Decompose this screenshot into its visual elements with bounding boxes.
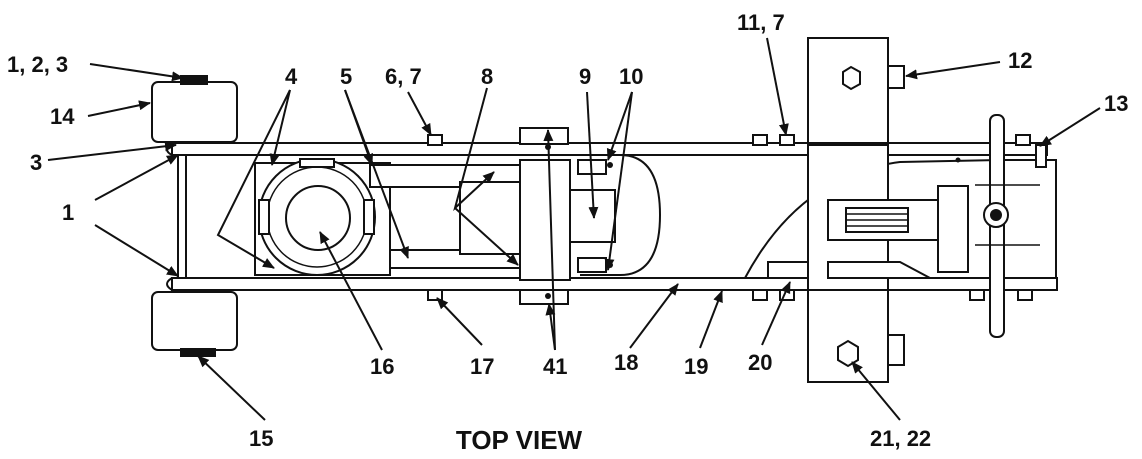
pivot-bolt-bottom [545, 293, 551, 299]
callout-11-7: 11, 7 [737, 10, 785, 35]
callout-16: 16 [370, 354, 394, 379]
leader-4-lower [216, 89, 291, 269]
leader-12 [905, 61, 1001, 80]
leader-16 [319, 231, 383, 351]
rear-bracket-lower [807, 289, 889, 383]
front-rail-curve-lower [166, 277, 173, 291]
view-title: TOP VIEW [456, 425, 583, 455]
rail-fasteners [427, 134, 1033, 301]
saddle-notch-right [363, 199, 375, 235]
pump-dot [955, 157, 961, 163]
callout-17: 17 [470, 354, 494, 379]
leader-10-upper [606, 91, 633, 161]
pump-assembly [744, 37, 1001, 383]
leader-41-upper [543, 129, 556, 351]
callout-9: 9 [579, 64, 591, 89]
saddle-notch-top [299, 158, 335, 168]
callout-1: 1 [62, 200, 74, 225]
nut-bottom-1 [427, 289, 443, 301]
socket-guide-lines [975, 184, 1040, 246]
nut-bottom-5 [1017, 289, 1033, 301]
release-knob-center [990, 209, 1002, 221]
bracket-tab-upper [887, 65, 905, 89]
nut-top-3 [779, 134, 795, 146]
leader-6-7 [407, 91, 432, 136]
pivot-pin-bottom [519, 289, 569, 305]
pivot-pin-top [519, 127, 569, 145]
nut-top-4 [1015, 134, 1031, 146]
leader-8-lower [454, 207, 519, 266]
leader-9 [586, 91, 599, 219]
leader-5-lower [344, 89, 409, 259]
callout-4: 4 [285, 64, 298, 89]
link-bracket-bottom [577, 257, 607, 273]
callout-18: 18 [614, 350, 638, 375]
saddle-center-pad [285, 185, 351, 251]
callout-5: 5 [340, 64, 352, 89]
front-end-plate [177, 154, 187, 279]
callout-19: 19 [684, 354, 708, 379]
leader-14 [87, 100, 151, 117]
leader-11-7 [766, 37, 789, 136]
hex-nut-upper [842, 65, 861, 91]
leader-1-lower [94, 224, 179, 277]
lift-link-loop [580, 154, 662, 276]
leader-18 [629, 283, 679, 349]
leader-10-lower [604, 91, 633, 271]
lift-arm [369, 127, 662, 305]
callout-12: 12 [1008, 48, 1032, 73]
callout-14: 14 [50, 104, 75, 129]
handle-socket-body [1003, 159, 1057, 279]
leader-1-2-3 [89, 63, 184, 82]
link-pin-top [607, 162, 613, 168]
pump-base-wedge [827, 261, 931, 279]
front-wheel-upper-hub [180, 75, 208, 85]
leader-21-22 [851, 361, 901, 421]
callout-21-22: 21, 22 [870, 426, 931, 451]
handle-socket [975, 114, 1057, 338]
leader-17 [436, 297, 483, 346]
bottom-frame-rail [171, 277, 1058, 291]
leader-19 [699, 290, 723, 349]
front-wheel-upper [151, 75, 238, 143]
leader-13 [1039, 107, 1101, 147]
front-wheel-lower-body [151, 291, 238, 351]
callout-3: 3 [30, 150, 42, 175]
lift-arm-block [459, 181, 521, 255]
callout-labels: 1, 2, 3 14 3 1 4 5 6, 7 8 9 10 11, 7 12 … [7, 10, 1128, 451]
front-wheel-upper-body [151, 81, 238, 143]
callout-15: 15 [249, 426, 273, 451]
front-wheel-lower [151, 291, 238, 357]
leader-lines [47, 37, 1101, 421]
rear-bracket-upper [807, 37, 889, 144]
nut-top-2 [752, 134, 768, 146]
nut-top-1 [427, 134, 443, 146]
leader-15 [197, 355, 266, 421]
leader-3 [47, 141, 177, 161]
callout-1-2-3: 1, 2, 3 [7, 52, 68, 77]
callout-8: 8 [481, 64, 493, 89]
hex-nut-lower [837, 339, 859, 368]
leader-20 [761, 281, 791, 346]
socket-latch [1035, 144, 1047, 168]
saddle-assembly [254, 158, 391, 276]
nut-bottom-2 [752, 289, 768, 301]
pump-reservoir [937, 185, 969, 273]
front-wheel-lower-hub [180, 348, 216, 357]
nut-bottom-4 [969, 289, 985, 301]
callout-41: 41 [543, 354, 567, 379]
pump-base [767, 261, 809, 279]
leader-4-upper [269, 89, 291, 166]
callout-20: 20 [748, 350, 772, 375]
bracket-tab-lower [887, 334, 905, 366]
saddle-notch-left [258, 199, 270, 235]
callout-6-7: 6, 7 [385, 64, 422, 89]
callout-13: 13 [1104, 91, 1128, 116]
leader-1-upper [94, 154, 179, 201]
lift-arm-pivot-block [519, 159, 571, 281]
callout-10: 10 [619, 64, 643, 89]
